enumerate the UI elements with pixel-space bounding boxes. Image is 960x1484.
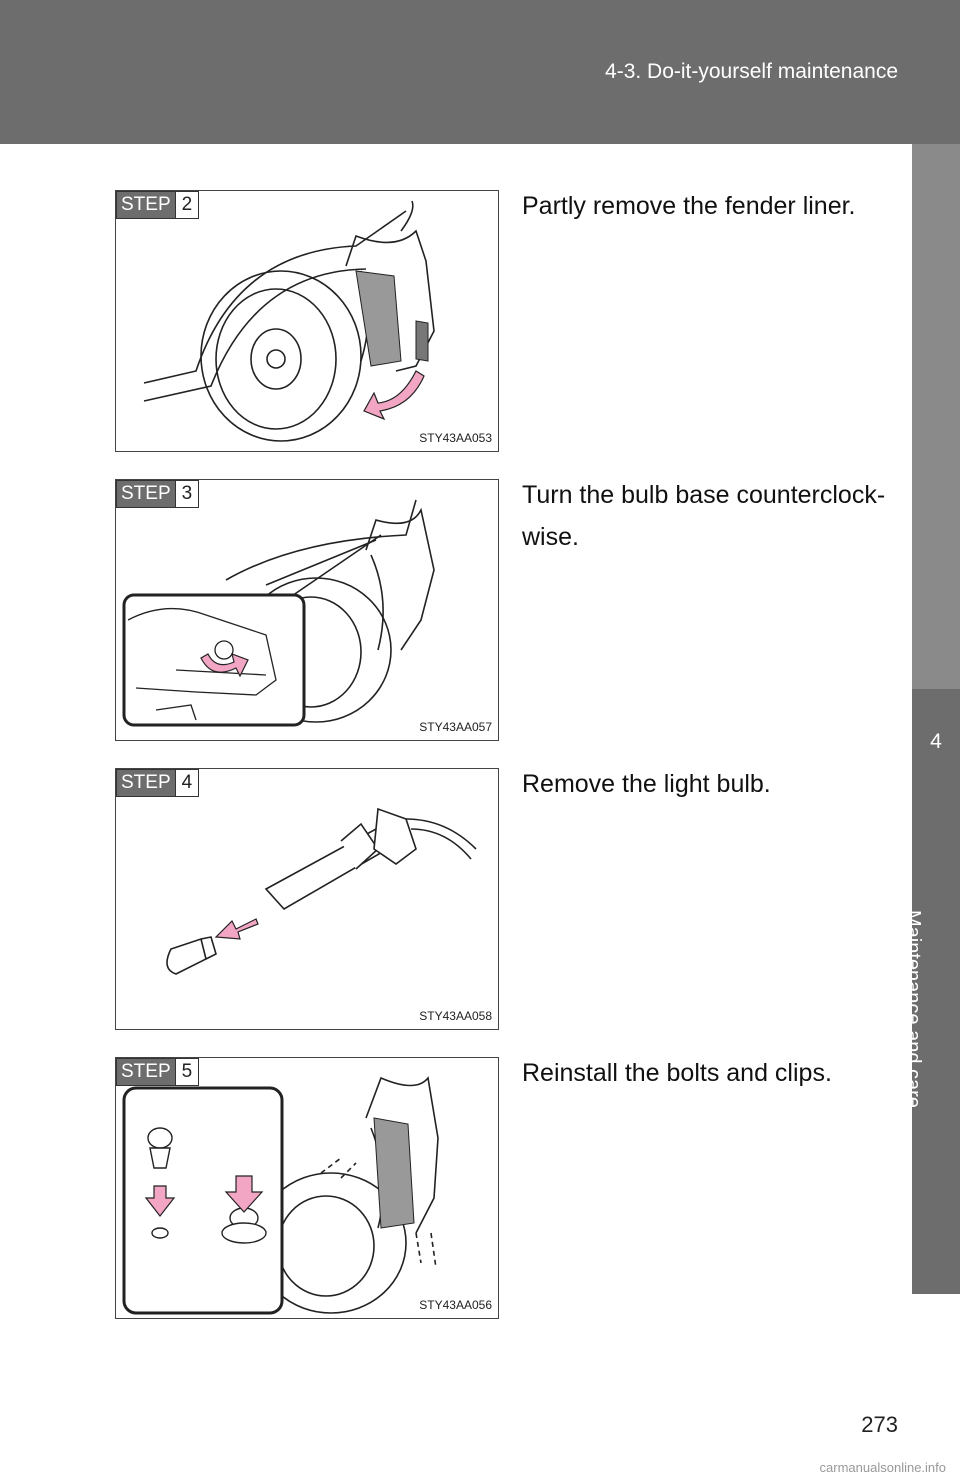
footer-watermark[interactable]: carmanualsonline.info [819, 1460, 946, 1475]
chapter-label: Maintenance and care [902, 910, 924, 1108]
chapter-tab [912, 794, 960, 1294]
step-3-text: Turn the bulb base counterclock- wise. [522, 474, 902, 558]
step-badge: STEP 2 [116, 191, 200, 219]
step-3-text-line: wise. [522, 523, 579, 551]
step-badge: STEP 5 [116, 1058, 200, 1086]
figure-code: STY43AA058 [419, 1009, 492, 1023]
page-number: 273 [861, 1412, 898, 1437]
step-5-text: Reinstall the bolts and clips. [522, 1059, 832, 1087]
step-badge: STEP 3 [116, 480, 200, 508]
bulb-base-illustration [122, 499, 435, 727]
step-4-figure: STEP 4 STY43AA058 [115, 768, 499, 1030]
figure-code: STY43AA056 [419, 1298, 492, 1312]
chapter-number: 4 [912, 689, 960, 794]
fender-liner-illustration [143, 200, 435, 442]
step-5-figure: STEP 5 STY43AA056 [115, 1057, 499, 1319]
page-header: 4-3. Do-it-yourself maintenance [0, 0, 960, 144]
step-badge: STEP 4 [116, 769, 200, 797]
step-2-text: Partly remove the fender liner. [522, 192, 856, 220]
light-bulb-illustration [166, 807, 477, 975]
step-2-figure: STEP 2 STY43AA053 [115, 190, 499, 452]
side-tab-bar [912, 144, 960, 689]
step-3-text-line: Turn the bulb base counterclock- [522, 481, 886, 509]
figure-code: STY43AA057 [419, 720, 492, 734]
figure-code: STY43AA053 [419, 431, 492, 445]
section-title: 4-3. Do-it-yourself maintenance [605, 60, 898, 83]
step-3-figure: STEP 3 STY43AA057 [115, 479, 499, 741]
bolts-clips-illustration [122, 1076, 439, 1315]
step-4-text: Remove the light bulb. [522, 770, 771, 798]
